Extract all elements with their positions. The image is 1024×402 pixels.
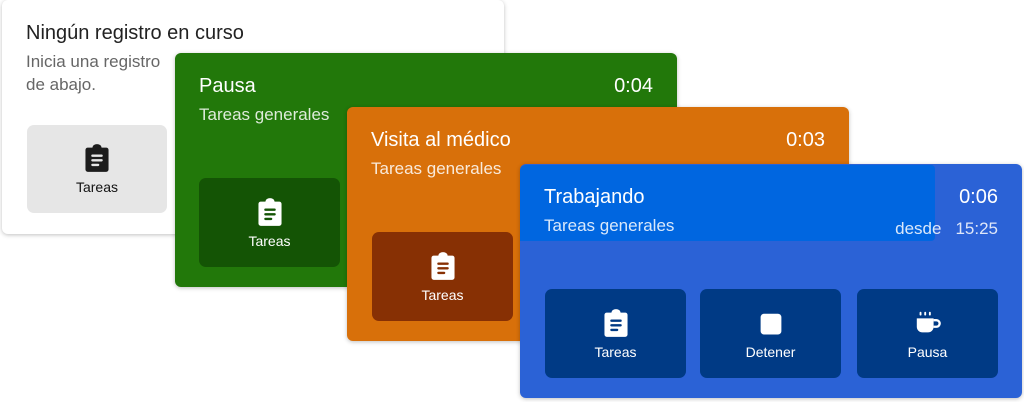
tareas-button[interactable]: Tareas <box>199 178 340 267</box>
stop-icon <box>760 313 781 335</box>
clipboard-icon <box>602 308 630 338</box>
button-label: Tareas <box>75 179 119 195</box>
tareas-button[interactable]: Tareas <box>27 125 167 213</box>
pause-subtitle: Tareas generales <box>199 105 330 124</box>
stop-button[interactable]: Detener <box>700 289 841 378</box>
button-label: Tareas <box>421 286 464 303</box>
doctor-time: 0:03 <box>786 129 825 151</box>
work-card: Trabajando 0:06 Tareas generales desde 1… <box>520 164 1022 398</box>
work-header-highlight <box>520 165 935 241</box>
work-subtitle: Tareas generales <box>544 216 675 235</box>
idle-subtitle: Inicia una registro de abajo. <box>26 52 161 94</box>
work-time: 0:06 <box>959 186 998 208</box>
tareas-button[interactable]: Tareas <box>545 289 686 378</box>
button-label: Detener <box>745 343 796 360</box>
pause-button[interactable]: Pausa <box>857 289 998 378</box>
work-title: Trabajando <box>544 186 645 208</box>
since-label: desde <box>895 219 942 238</box>
button-label: Pausa <box>907 343 948 360</box>
pause-time: 0:04 <box>614 75 653 97</box>
button-label: Tareas <box>594 343 637 360</box>
tareas-button[interactable]: Tareas <box>372 232 513 321</box>
clipboard-icon <box>429 251 457 281</box>
pause-title: Pausa <box>199 75 256 97</box>
clipboard-icon <box>256 197 284 227</box>
coffee-icon <box>916 311 941 332</box>
doctor-subtitle: Tareas generales <box>371 159 502 178</box>
since: desde 15:25 <box>895 219 998 239</box>
idle-title: Ningún registro en curso <box>26 22 244 44</box>
doctor-title: Visita al médico <box>371 129 511 151</box>
clipboard-icon <box>83 143 111 173</box>
since-time: 15:25 <box>955 219 998 238</box>
button-label: Tareas <box>248 232 291 249</box>
